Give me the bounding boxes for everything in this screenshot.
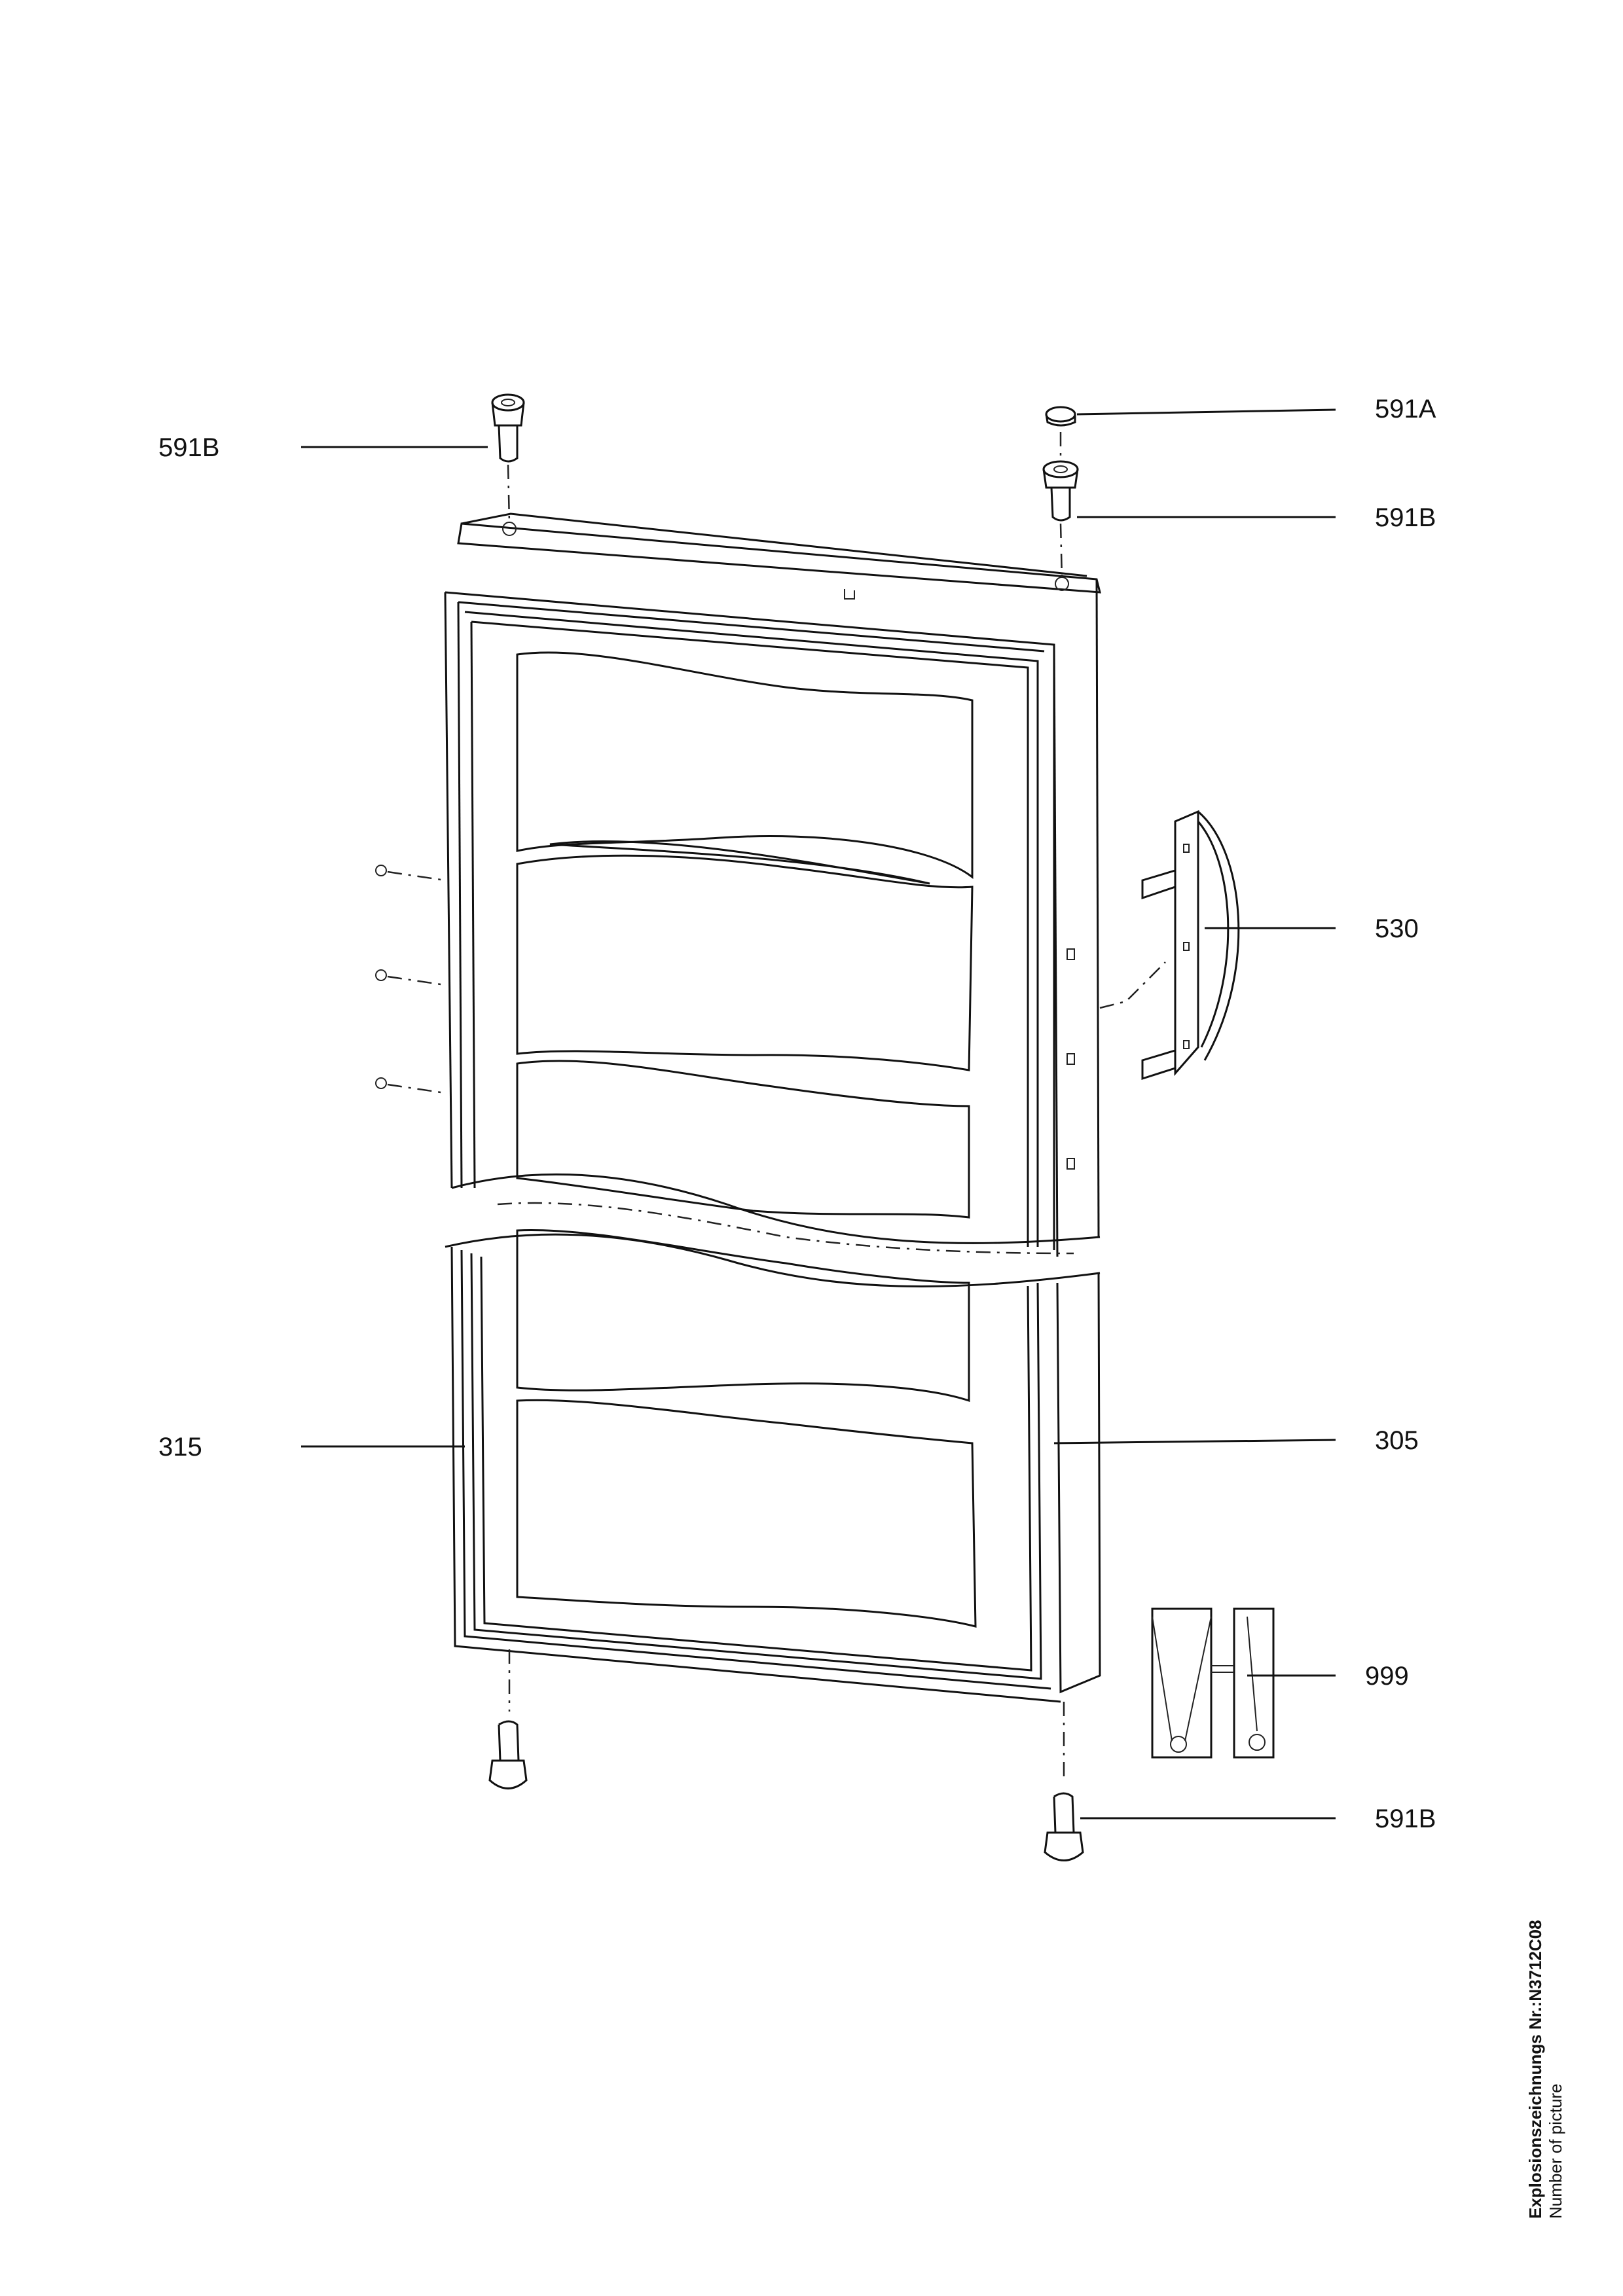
door-top-edge: [457, 512, 1101, 600]
door-face-upper: [444, 591, 1055, 1250]
door-handle-530: [1099, 810, 1240, 1081]
part-999-bracket: [1151, 1607, 1275, 1759]
hinge-cap-591a: [1045, 406, 1076, 458]
label-999: 999: [1365, 1662, 1409, 1691]
insulation-panels: [516, 651, 977, 1628]
drawing-number-footer: Explosionszeichnungs Nr.:N3712C08 Number…: [1525, 1920, 1566, 2219]
hinge-pin-top-left: [491, 393, 525, 524]
label-305: 305: [1375, 1426, 1419, 1455]
hinge-pin-bottom-right: [1044, 1702, 1084, 1861]
hinge-pin-bottom-left: [488, 1649, 528, 1789]
label-591b-top-right: 591B: [1375, 503, 1436, 532]
screws-left: [375, 865, 446, 1094]
picture-caption: Number of picture: [1546, 2083, 1565, 2219]
door-face-lower: [450, 1246, 1061, 1703]
label-530: 530: [1375, 914, 1419, 943]
leader-lines: [301, 408, 1336, 1820]
drawing-number: Explosionszeichnungs Nr.:N3712C08: [1525, 1920, 1545, 2219]
label-315: 315: [158, 1433, 202, 1462]
label-591a: 591A: [1375, 395, 1436, 423]
door-side-panel: [1053, 579, 1101, 1694]
label-591b-top-left: 591B: [158, 433, 219, 462]
hinge-pin-top-right: [1042, 460, 1079, 580]
label-591b-bottom: 591B: [1375, 1804, 1436, 1833]
